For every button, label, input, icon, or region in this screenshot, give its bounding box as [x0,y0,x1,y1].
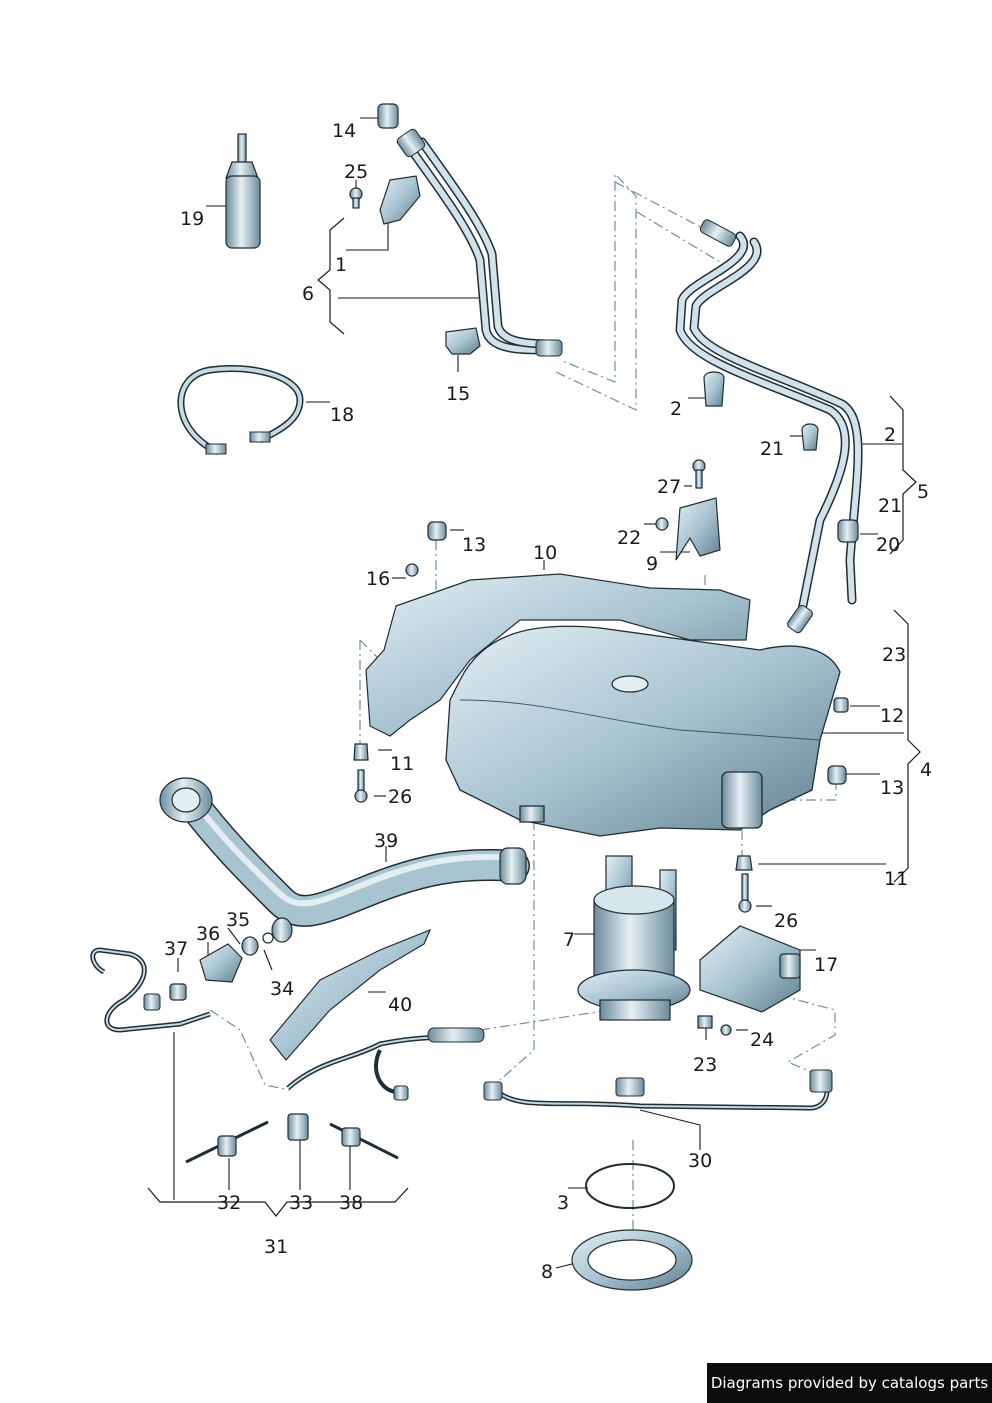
wiring-harness-31 [90,947,485,1101]
quick-connector-top [699,219,737,247]
clip-2 [703,371,725,407]
line-end-connector [535,339,563,357]
locking-ring-8 [571,1229,693,1291]
label-40: 40 [388,994,413,1016]
label-16: 16 [366,568,391,590]
label-25: 25 [344,161,369,183]
label-26-right: 26 [774,910,799,932]
label-33: 33 [289,1192,314,1214]
label-20: 20 [876,534,901,556]
bracket-9 [655,459,721,561]
label-12: 12 [880,705,905,727]
label-34: 34 [270,978,295,1000]
label-38: 38 [339,1192,364,1214]
additive-bottle-19 [225,133,261,249]
fuel-tank [445,625,841,837]
fuel-lines-6 [405,137,557,355]
clip-15 [445,327,481,355]
heat-shield-10 [365,573,751,737]
label-11-right: 11 [884,868,909,890]
label-9: 9 [646,553,659,575]
label-17: 17 [814,954,839,976]
label-13-top: 13 [462,534,487,556]
leader-lines [173,117,904,1269]
label-23-nut: 23 [693,1054,718,1076]
footer-credit: Diagrams provided by catalogs parts [707,1363,992,1403]
label-11-left: 11 [390,753,415,775]
label-21-clip: 21 [760,438,785,460]
small-fasteners [353,521,849,913]
label-7: 7 [563,929,576,951]
grommet-20 [837,519,859,543]
label-3: 3 [557,1192,570,1214]
label-21-group: 21 [878,495,903,517]
label-6: 6 [302,283,315,305]
label-32: 32 [217,1192,242,1214]
seal-3 [585,1163,675,1209]
label-8: 8 [541,1261,554,1283]
fuel-pump-7 [577,855,691,1021]
label-24: 24 [750,1029,775,1051]
wiring-harness-30 [483,1069,833,1111]
label-31: 31 [264,1236,289,1258]
label-2-clip: 2 [670,398,683,420]
cover-40 [269,928,432,1061]
label-19: 19 [180,208,205,230]
filler-neck-head [159,777,527,885]
label-27: 27 [657,476,682,498]
filler-pipe-39 [174,784,530,927]
label-10: 10 [533,542,558,564]
cap-14 [377,103,399,129]
label-15: 15 [446,383,471,405]
label-14: 14 [332,120,357,142]
clip-21 [801,423,819,451]
label-22: 22 [617,527,642,549]
label-18: 18 [330,404,355,426]
label-4: 4 [920,759,933,781]
connector-14-line [396,128,426,158]
connector-tank-line [787,604,813,634]
label-5: 5 [917,481,930,503]
group-brackets [147,217,921,1217]
label-2-group: 2 [884,424,897,446]
earth-strap-18 [177,364,304,456]
label-39: 39 [374,830,399,852]
label-35: 35 [226,909,251,931]
control-unit-17 [697,925,801,1036]
fuel-lines-5 [675,231,863,625]
bracket-1 [349,175,421,225]
harness-clips [185,1113,399,1164]
label-23-group: 23 [882,644,907,666]
label-36: 36 [196,923,221,945]
label-1: 1 [335,254,348,276]
label-26-left: 26 [388,786,413,808]
valve-parts [169,917,293,1001]
label-37: 37 [164,938,189,960]
label-30: 30 [688,1150,713,1172]
label-13-right: 13 [880,777,905,799]
